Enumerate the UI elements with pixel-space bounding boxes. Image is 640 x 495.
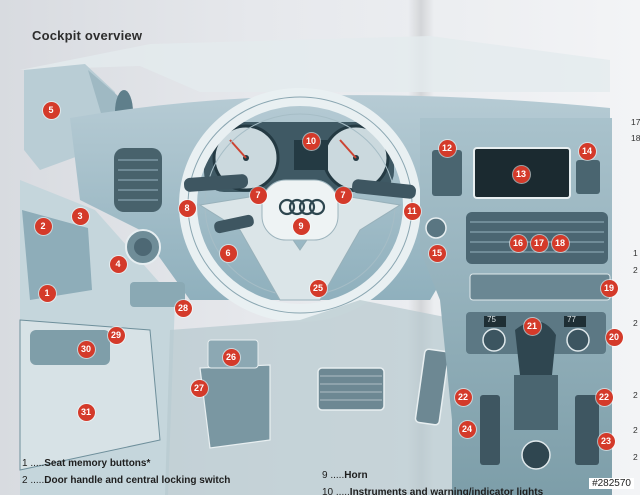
- callout-17: 17: [530, 234, 548, 252]
- callout-14: 14: [578, 142, 596, 160]
- legend-number: 1: [22, 458, 28, 469]
- callout-24: 24: [458, 420, 476, 438]
- callout-26: 26: [222, 348, 240, 366]
- callout-6: 6: [219, 244, 237, 262]
- callout-25: 25: [309, 279, 327, 297]
- climate-left-temp: 75: [487, 315, 496, 324]
- edge-number: 2: [633, 452, 638, 462]
- callout-29: 29: [107, 326, 125, 344]
- callout-27: 27: [190, 379, 208, 397]
- callout-15: 15: [428, 244, 446, 262]
- callout-31: 31: [77, 403, 95, 421]
- callout-20: 20: [605, 328, 623, 346]
- edge-number: 2: [633, 425, 638, 435]
- callout-1: 1: [38, 284, 56, 302]
- legend-item-9: 9 .....Horn: [322, 470, 368, 481]
- gear-lever: [515, 321, 556, 375]
- legend-number: 2: [22, 475, 28, 486]
- callout-30: 30: [77, 340, 95, 358]
- callout-9: 9: [292, 217, 310, 235]
- legend-label: Door handle and central locking switch: [44, 475, 231, 486]
- callout-23: 23: [597, 432, 615, 450]
- callout-5: 5: [42, 101, 60, 119]
- legend-number: 10: [322, 487, 334, 495]
- page-title: Cockpit overview: [32, 28, 143, 43]
- callout-22-right: 22: [595, 388, 613, 406]
- edge-number: 18: [631, 133, 640, 143]
- edge-number: 1: [633, 248, 638, 258]
- windshield-area: [20, 36, 610, 92]
- legend-item-1: 1 .....Seat memory buttons*: [22, 458, 151, 469]
- callout-28: 28: [174, 299, 192, 317]
- callout-22-left: 22: [454, 388, 472, 406]
- watermark: #282570: [589, 478, 634, 489]
- brake-pedal: [317, 367, 385, 411]
- callout-7-left: 7: [249, 186, 267, 204]
- callout-13: 13: [512, 165, 530, 183]
- edge-number: 17: [631, 117, 640, 127]
- legend-label: Horn: [344, 470, 368, 481]
- callout-7-right: 7: [334, 186, 352, 204]
- legend-item-2: 2 .....Door handle and central locking s…: [22, 475, 231, 486]
- callout-19: 19: [600, 279, 618, 297]
- edge-number: 2: [633, 265, 638, 275]
- callout-4: 4: [109, 255, 127, 273]
- callout-11: 11: [403, 202, 421, 220]
- callout-2: 2: [34, 217, 52, 235]
- edge-number: 2: [633, 390, 638, 400]
- legend-label: Instruments and warning/indicator lights: [349, 487, 544, 495]
- legend-number: 9: [322, 470, 328, 481]
- callout-12: 12: [438, 139, 456, 157]
- callout-8: 8: [178, 199, 196, 217]
- callout-21: 21: [523, 317, 541, 335]
- footrest: [199, 364, 271, 449]
- legend-label: Seat memory buttons*: [44, 458, 151, 469]
- edge-number: 2: [633, 318, 638, 328]
- callout-3: 3: [71, 207, 89, 225]
- callout-10: 10: [302, 132, 320, 150]
- accelerator-pedal: [414, 348, 450, 426]
- climate-right-temp: 77: [567, 315, 576, 324]
- callout-18: 18: [551, 234, 569, 252]
- callout-16: 16: [509, 234, 527, 252]
- legend-item-10: 10 .....Instruments and warning/indicato…: [322, 487, 543, 495]
